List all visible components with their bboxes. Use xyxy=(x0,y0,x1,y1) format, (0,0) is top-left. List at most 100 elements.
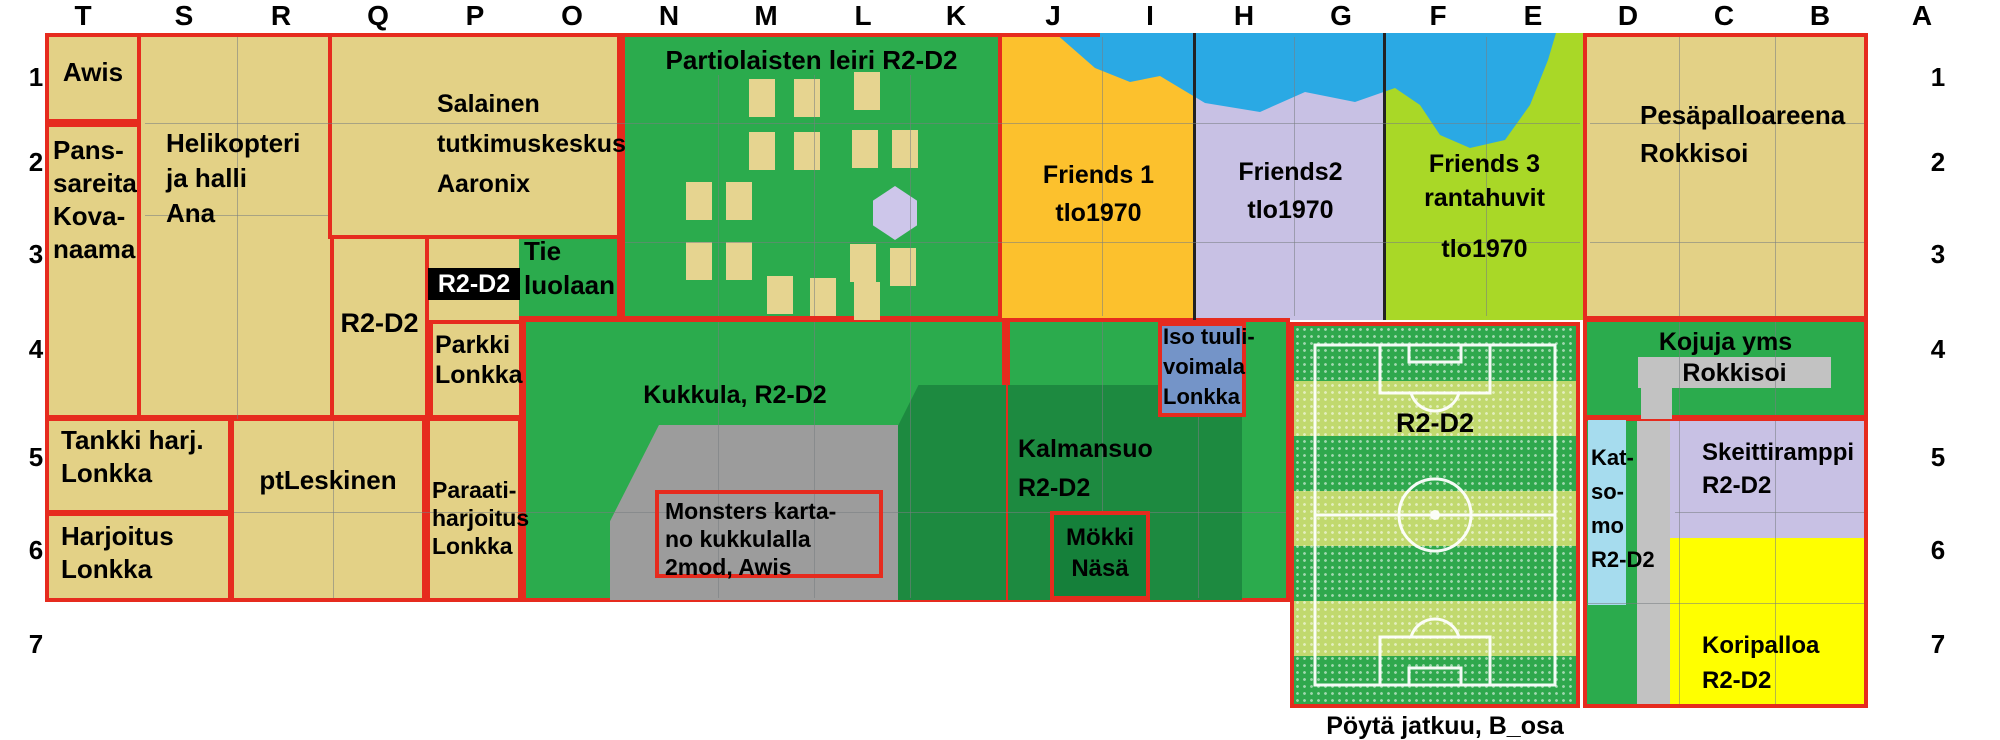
gridline-v xyxy=(1198,322,1199,598)
gridline-v xyxy=(814,322,815,598)
column-header-E: E xyxy=(1523,0,1543,31)
tent xyxy=(686,242,712,280)
column-header-S: S xyxy=(174,0,194,31)
region-partiolaisten: Partiolaisten leiri R2-D2 xyxy=(621,33,1002,320)
gridline-v xyxy=(718,75,719,316)
tent xyxy=(850,244,876,282)
column-header-Q: Q xyxy=(367,0,389,31)
tent xyxy=(852,130,878,168)
road-vertical xyxy=(1637,421,1670,704)
column-header-B: B xyxy=(1809,0,1831,31)
row-header-2-right: 2 xyxy=(1930,147,1946,177)
label-tuulivoimala: Iso tuuli-voimala Lonkka xyxy=(1163,324,1255,409)
gridline-h xyxy=(145,215,328,216)
grid-red-line-q xyxy=(328,33,332,239)
gridline-v xyxy=(910,322,911,598)
cell-q-r2d2 xyxy=(330,235,429,419)
gridline-h xyxy=(625,242,1580,243)
water-area xyxy=(1055,33,1556,148)
row-header-3-right: 3 xyxy=(1930,239,1946,269)
label-partiolaisten: Partiolaisten leiri R2-D2 xyxy=(665,45,958,75)
column-header-A: A xyxy=(1911,0,1933,31)
tent xyxy=(794,132,820,170)
tent xyxy=(686,182,712,220)
cell-harjoitus xyxy=(45,512,232,602)
stand-strip xyxy=(1588,420,1626,605)
region-friends1 xyxy=(1002,33,1195,320)
gridline-v xyxy=(1102,322,1103,598)
column-header-L: L xyxy=(854,0,872,31)
divider-friends1-2 xyxy=(1193,33,1196,320)
gridline-v xyxy=(1775,322,1776,415)
row-header-7-left: 7 xyxy=(28,629,44,659)
label-panssareita: Pans-sareita Kova-naama xyxy=(53,135,137,264)
row-header-6-left: 6 xyxy=(28,535,44,565)
road-horizontal xyxy=(1638,357,1831,388)
label-field-r2d2: R2-D2 xyxy=(1395,408,1475,438)
column-header-J: J xyxy=(1045,0,1061,31)
column-header-K: K xyxy=(945,0,967,31)
tent xyxy=(726,242,752,280)
column-header-N: N xyxy=(658,0,680,31)
row-header-3-left: 3 xyxy=(28,239,44,269)
gridline-v xyxy=(1679,421,1680,704)
tent xyxy=(892,130,918,168)
gridline-h xyxy=(145,123,1580,124)
gridline-v xyxy=(910,75,911,316)
gridline-h xyxy=(1675,512,1864,513)
label-awis: Awis xyxy=(62,57,124,87)
column-header-G: G xyxy=(1330,0,1352,31)
column-header-R: R xyxy=(270,0,292,31)
tent xyxy=(749,132,775,170)
gridline-v xyxy=(237,37,238,419)
black-r2d2-box: R2-D2 xyxy=(428,268,520,300)
cell-mokki xyxy=(1050,511,1150,600)
cell-tuulivoimala xyxy=(1158,322,1246,417)
field-markings xyxy=(1313,343,1557,687)
column-header-O: O xyxy=(561,0,583,31)
gridline-v xyxy=(1486,37,1487,316)
gridline-h xyxy=(234,512,1286,513)
red-top-segment xyxy=(1002,33,1100,37)
tent xyxy=(890,248,916,286)
row-header-1-right: 1 xyxy=(1930,62,1946,92)
tent xyxy=(749,79,775,117)
dark-forest-west xyxy=(898,385,1006,600)
gridline-v xyxy=(1679,322,1680,415)
football-field xyxy=(1290,322,1580,708)
road-stub xyxy=(1641,388,1672,419)
label-ptleskinen: ptLeskinen xyxy=(259,465,397,495)
footer-note: Pöytä jatkuu, B_osa xyxy=(1326,712,1564,740)
label-kojuja: Kojuja yms xyxy=(1658,328,1793,356)
cell-paraati xyxy=(426,417,522,602)
tent xyxy=(854,72,880,110)
label-tankki: Tankki harj.Lonkka xyxy=(61,425,204,488)
gridline-v xyxy=(814,75,815,316)
region-pesapalloareena xyxy=(1583,33,1868,320)
cell-ptleskinen xyxy=(230,417,426,602)
column-header-C: C xyxy=(1713,0,1735,31)
column-header-T: T xyxy=(74,0,92,31)
gridline-h xyxy=(1590,123,1864,124)
column-header-D: D xyxy=(1617,0,1639,31)
gridline-h xyxy=(1590,242,1864,243)
column-header-P: P xyxy=(465,0,485,31)
column-header-I: I xyxy=(1146,0,1154,31)
gridline-h xyxy=(1587,603,1864,604)
row-header-5-right: 5 xyxy=(1930,442,1946,472)
gridline-v xyxy=(1102,37,1103,316)
row-header-2-left: 2 xyxy=(28,147,44,177)
tent xyxy=(854,282,880,320)
